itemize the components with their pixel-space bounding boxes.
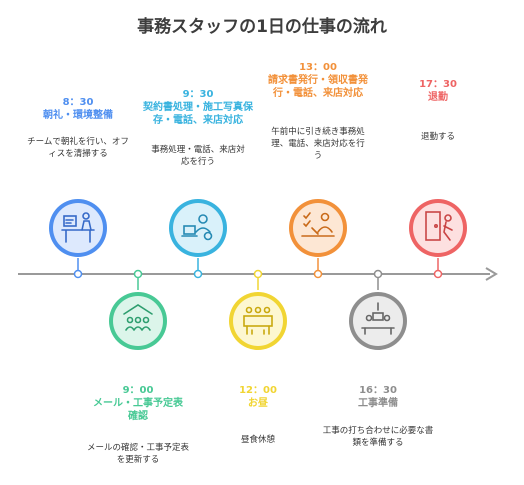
event-title: 請求書発行・領収書発行・電話、来店対応	[268, 75, 368, 99]
timeline-dot	[253, 269, 263, 279]
event-title: メール・工事予定表確認	[93, 398, 183, 422]
event-description: 工事の打ち合わせに必要な書類を準備する	[322, 426, 434, 448]
event-time: 17：30	[419, 79, 457, 90]
timeline-dot	[133, 269, 143, 279]
event-description: 退勤する	[420, 132, 455, 142]
exit-door-icon	[409, 199, 467, 257]
event-time: 16：30	[359, 385, 397, 396]
timeline-arrow-head	[485, 267, 498, 281]
event-title: 契約書処理・施工写真保存・電話、来店対応	[143, 102, 253, 126]
timeline-dot	[73, 269, 83, 279]
event-time: 9：30	[182, 89, 214, 100]
event-description: 昼食休憩	[240, 435, 275, 445]
event-title: 朝礼・環境整備	[43, 110, 113, 121]
lunch-table-icon	[229, 292, 287, 350]
event-time: 8：30	[62, 97, 94, 108]
event-time: 13：00	[299, 62, 337, 73]
event-description: チームで朝礼を行い、オフィスを清掃する	[27, 137, 129, 159]
event-description: 午前中に引き続き事務処理、電話、来店対応を行う	[271, 127, 365, 161]
timeline-dot	[433, 269, 443, 279]
event-time: 12：00	[239, 385, 277, 396]
event-title: 工事準備	[358, 398, 398, 409]
preparation-meeting-icon	[349, 292, 407, 350]
team-schedule-icon	[109, 292, 167, 350]
event-description: メールの確認・工事予定表を更新する	[86, 443, 189, 465]
event-description: 事務処理・電話、来店対応を行う	[151, 145, 245, 167]
page-title: 事務スタッフの1日の仕事の流れ	[137, 17, 387, 37]
event-title: お昼	[248, 398, 268, 409]
laptop-worker-icon	[169, 199, 227, 257]
timeline-dot	[373, 269, 383, 279]
event-time: 9：00	[122, 385, 154, 396]
timeline-dot	[193, 269, 203, 279]
event-title: 退勤	[428, 92, 448, 103]
checklist-worker-icon	[289, 199, 347, 257]
meeting-presentation-icon	[49, 199, 107, 257]
timeline-dot	[313, 269, 323, 279]
